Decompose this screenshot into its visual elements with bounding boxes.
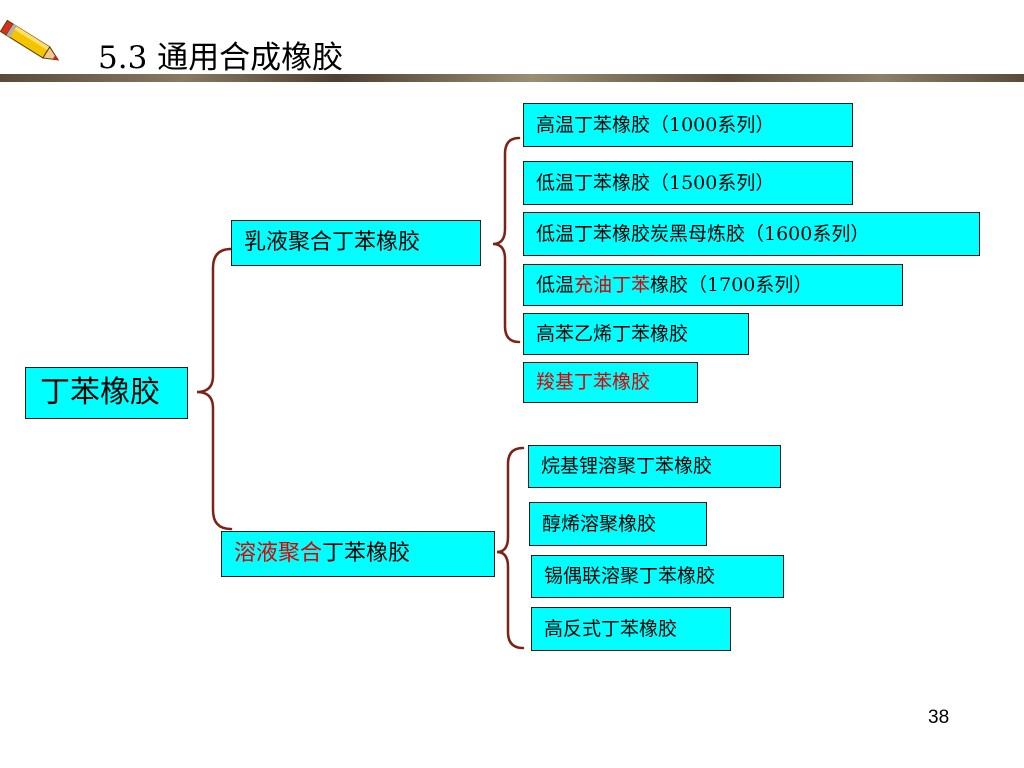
- leaf-text: 高温丁苯橡胶（1000系列）: [536, 113, 775, 136]
- solution-label-rest: 丁苯橡胶: [322, 541, 411, 566]
- emulsion-label: 乳液聚合丁苯橡胶: [244, 230, 421, 255]
- leaf-text: 锡偶联溶聚丁苯橡胶: [544, 565, 716, 587]
- solution-label-highlight: 溶液聚合: [234, 541, 323, 566]
- emulsion-leaf: 高苯乙烯丁苯橡胶: [523, 313, 749, 355]
- slide-title: 5.3 通用合成橡胶: [98, 40, 344, 76]
- solution-node: 溶液聚合丁苯橡胶: [221, 531, 495, 577]
- leaf-text: 充油丁苯: [574, 273, 651, 296]
- emulsion-leaf: 低温丁苯橡胶（1500系列）: [523, 161, 853, 205]
- emulsion-brace: [492, 136, 521, 344]
- emulsion-leaf: 高温丁苯橡胶（1000系列）: [523, 103, 853, 147]
- emulsion-leaf: 羧基丁苯橡胶: [523, 362, 698, 403]
- emulsion-leaf: 低温丁苯橡胶炭黑母炼胶（1600系列）: [523, 212, 980, 256]
- pencil-icon: [0, 19, 60, 61]
- emulsion-leaf: 低温充油丁苯橡胶（1700系列）: [523, 264, 903, 306]
- solution-brace: [496, 446, 525, 650]
- solution-leaf: 醇烯溶聚橡胶: [529, 502, 707, 546]
- root-label: 丁苯橡胶: [40, 375, 160, 410]
- title-divider: [0, 74, 1024, 82]
- leaf-text: 低温丁苯橡胶炭黑母炼胶（1600系列）: [536, 222, 870, 245]
- leaf-text: 低温丁苯橡胶（1500系列）: [536, 171, 775, 194]
- solution-leaf: 锡偶联溶聚丁苯橡胶: [531, 555, 784, 598]
- root-brace: [196, 247, 233, 531]
- page-number: 38: [928, 707, 950, 728]
- leaf-text: 低温: [536, 273, 575, 296]
- leaf-text: 醇烯溶聚橡胶: [542, 512, 657, 535]
- leaf-text: 烷基锂溶聚丁苯橡胶: [541, 455, 713, 477]
- leaf-text: 高苯乙烯丁苯橡胶: [536, 322, 689, 345]
- leaf-text: 高反式丁苯橡胶: [544, 617, 678, 640]
- emulsion-node: 乳液聚合丁苯橡胶: [231, 220, 481, 266]
- leaf-text: 橡胶（1700系列）: [650, 273, 813, 296]
- solution-leaf: 高反式丁苯橡胶: [531, 607, 731, 651]
- solution-leaf: 烷基锂溶聚丁苯橡胶: [528, 445, 781, 488]
- root-node: 丁苯橡胶: [25, 367, 188, 419]
- leaf-text: 羧基丁苯橡胶: [536, 371, 651, 393]
